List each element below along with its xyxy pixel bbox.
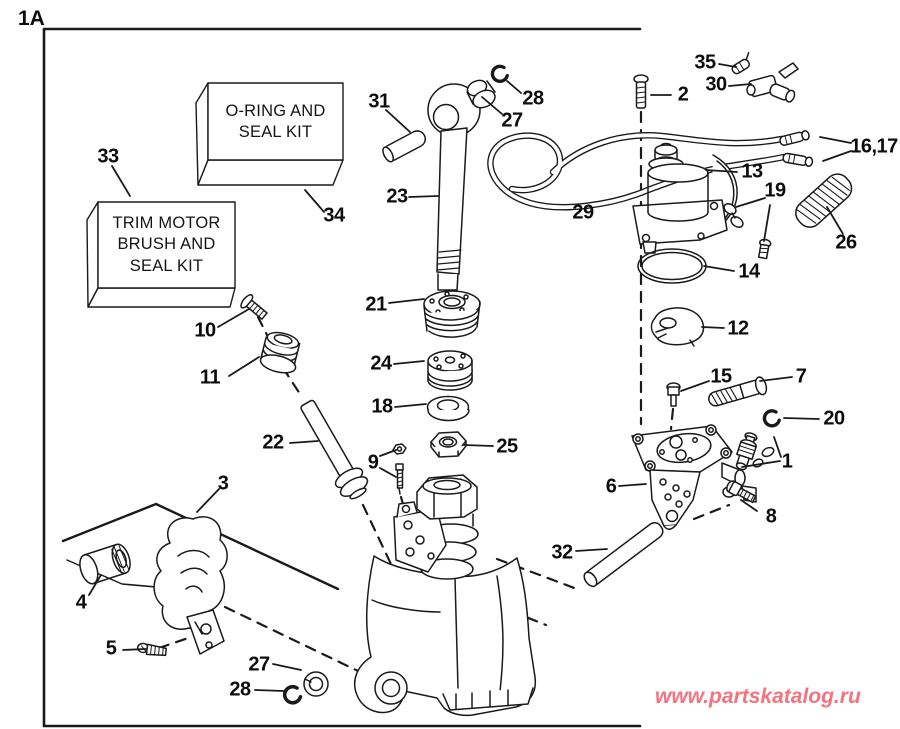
- part-callout-23: 23: [386, 185, 408, 208]
- part-callout-5: 5: [105, 637, 117, 660]
- pivot-shaft: [583, 521, 664, 588]
- cover-screw: [136, 642, 167, 657]
- part-callout-34: 34: [323, 204, 345, 227]
- part-callout-33: 33: [97, 145, 119, 168]
- part-callout-35: 35: [694, 51, 716, 74]
- part-callout-26: 26: [835, 231, 857, 254]
- trim-rod: [427, 83, 481, 291]
- section-label: 1A: [18, 7, 45, 30]
- part-callout-27: 27: [248, 653, 270, 676]
- part-callout-27: 27: [501, 109, 523, 132]
- leader-lines: [88, 63, 852, 692]
- part-callout-32: 32: [551, 541, 573, 564]
- part-callout-2: 2: [677, 83, 689, 106]
- part-callout-12: 12: [727, 317, 749, 340]
- watermark-link: www.partskatalog.ru: [655, 685, 861, 708]
- shock-rod: [300, 399, 369, 500]
- upper-snap-ring: [490, 64, 509, 83]
- part-callout-10: 10: [194, 319, 216, 342]
- clip: [731, 52, 750, 75]
- part-callout-31: 31: [368, 90, 390, 113]
- part-callout-21: 21: [365, 293, 387, 316]
- part-callout-4: 4: [75, 591, 87, 614]
- part-callout-13: 13: [741, 160, 763, 183]
- part-callout-18: 18: [371, 395, 393, 418]
- part-callout-28: 28: [229, 678, 251, 701]
- part-callout-20: 20: [823, 407, 845, 430]
- part-callout-8: 8: [765, 505, 777, 528]
- o-ring-seal-kit-box: [195, 82, 344, 186]
- part-callout-29: 29: [572, 201, 594, 224]
- part-callout-16-17: 16,17: [850, 135, 898, 158]
- wire-harness: [487, 130, 814, 211]
- grooved-cap: [259, 331, 301, 374]
- bleed-screw-set: [392, 443, 407, 495]
- cylinder-end-cap: [423, 290, 481, 338]
- frame-border: [42, 27, 642, 728]
- cylinder-housing: [353, 474, 537, 717]
- bleed-screw: [240, 294, 268, 320]
- trim-motor: [632, 142, 738, 254]
- wire-cover: [153, 516, 228, 655]
- valve-screw: [666, 382, 681, 407]
- part-callout-15: 15: [710, 365, 732, 388]
- manifold-bolt: [726, 480, 757, 504]
- o-ring-seal-kit-label: O-RING AND SEAL KIT: [225, 101, 326, 141]
- part-callout-14: 14: [738, 260, 760, 283]
- part-callout-19: 19: [764, 179, 786, 202]
- wire-terminals: [779, 130, 814, 167]
- part-callout-7: 7: [795, 365, 807, 388]
- part-callout-11: 11: [199, 366, 221, 389]
- lower-snap-ring: [282, 684, 303, 705]
- manifold: [631, 424, 757, 530]
- pivot-pin: [382, 130, 426, 163]
- part-callout-25: 25: [496, 435, 518, 458]
- washer: [426, 395, 470, 422]
- trim-motor-kit-box: [86, 201, 236, 308]
- threaded-pin: [708, 376, 768, 407]
- hex-nut: [430, 431, 467, 458]
- part-callout-9: 9: [367, 451, 379, 474]
- piston: [427, 350, 473, 391]
- part-callout-22: 22: [262, 431, 284, 454]
- lower-bushing: [303, 671, 329, 697]
- long-mounting-bolt: [633, 74, 649, 109]
- large-o-ring: [637, 248, 707, 284]
- small-snap-ring: [762, 409, 781, 428]
- small-o-rings-and-screw: [723, 203, 772, 260]
- spring: [795, 173, 853, 228]
- part-callout-6: 6: [605, 475, 617, 498]
- part-callout-1: 1: [781, 450, 793, 473]
- part-callout-28: 28: [522, 87, 544, 110]
- part-callout-3: 3: [217, 472, 229, 495]
- part-callout-30: 30: [705, 73, 727, 96]
- connector: [746, 62, 799, 103]
- part-callout-24: 24: [370, 352, 392, 375]
- trim-motor-kit-label: TRIM MOTOR BRUSH AND SEAL KIT: [112, 213, 221, 275]
- motor-end-cap: [650, 307, 705, 347]
